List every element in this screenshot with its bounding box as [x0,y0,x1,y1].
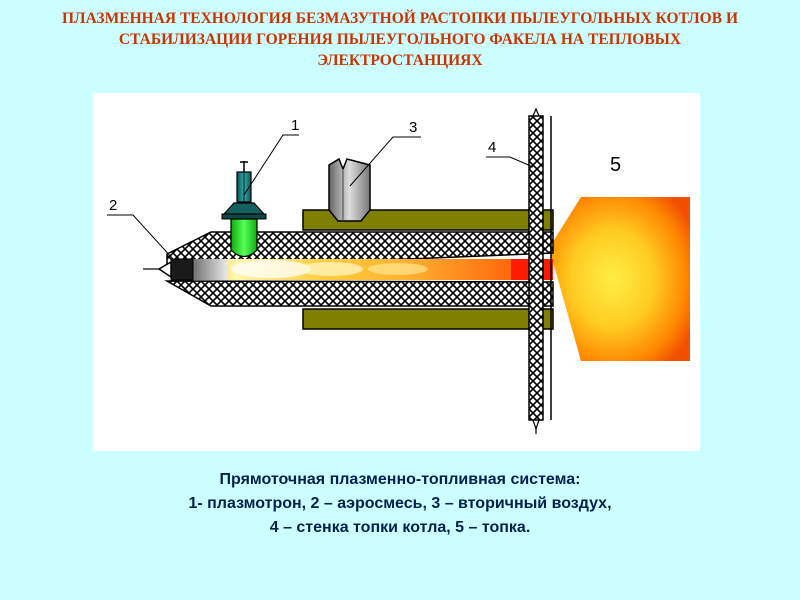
caption-line-3: 4 – стенка топки котла, 5 – топка. [269,519,531,536]
leader-2 [107,214,174,260]
furnace-flame [549,197,690,361]
leader-4 [486,156,534,168]
plasmatron-electrode [230,218,258,258]
plasma-burner-diagram: 1 2 3 4 5 [93,93,700,451]
inlet-tip [157,260,172,279]
label-furnace-wall: 4 [488,139,496,156]
secondary-air-nozzle [328,157,371,222]
title-line-3: ЭЛЕКТРОСТАНЦИЯХ [317,52,483,69]
label-aeromixture: 2 [109,197,117,214]
insulation-bottom [164,280,554,307]
leader-1 [243,134,299,196]
flame-hotspot [231,260,311,278]
caption-line-1: Прямоточная плазменно-топливная система: [219,471,581,488]
inlet-nozzle [170,258,194,281]
inlet-gray [193,259,227,280]
title-line-2: СТАБИЛИЗАЦИИ ГОРЕНИЯ ПЫЛЕУГОЛЬНОГО ФАКЕЛ… [118,31,682,48]
label-furnace: 5 [610,154,621,176]
label-secondary-air: 3 [409,119,417,136]
plasmatron-flange [222,202,266,215]
title-line-1: ПЛАЗМЕННАЯ ТЕХНОЛОГИЯ БЕЗМАЗУТНОЙ РАСТОП… [62,10,738,27]
furnace-wall [528,115,544,421]
leader-3 [349,136,421,187]
figure-caption: Прямоточная плазменно-топливная система:… [100,468,700,540]
caption-line-2: 1- плазмотрон, 2 – аэросмесь, 3 – вторич… [188,495,612,512]
label-plasmatron: 1 [291,117,299,134]
outer-channel-bottom [302,308,554,330]
page-title: ПЛАЗМЕННАЯ ТЕХНОЛОГИЯ БЕЗМАЗУТНОЙ РАСТОП… [10,8,790,71]
